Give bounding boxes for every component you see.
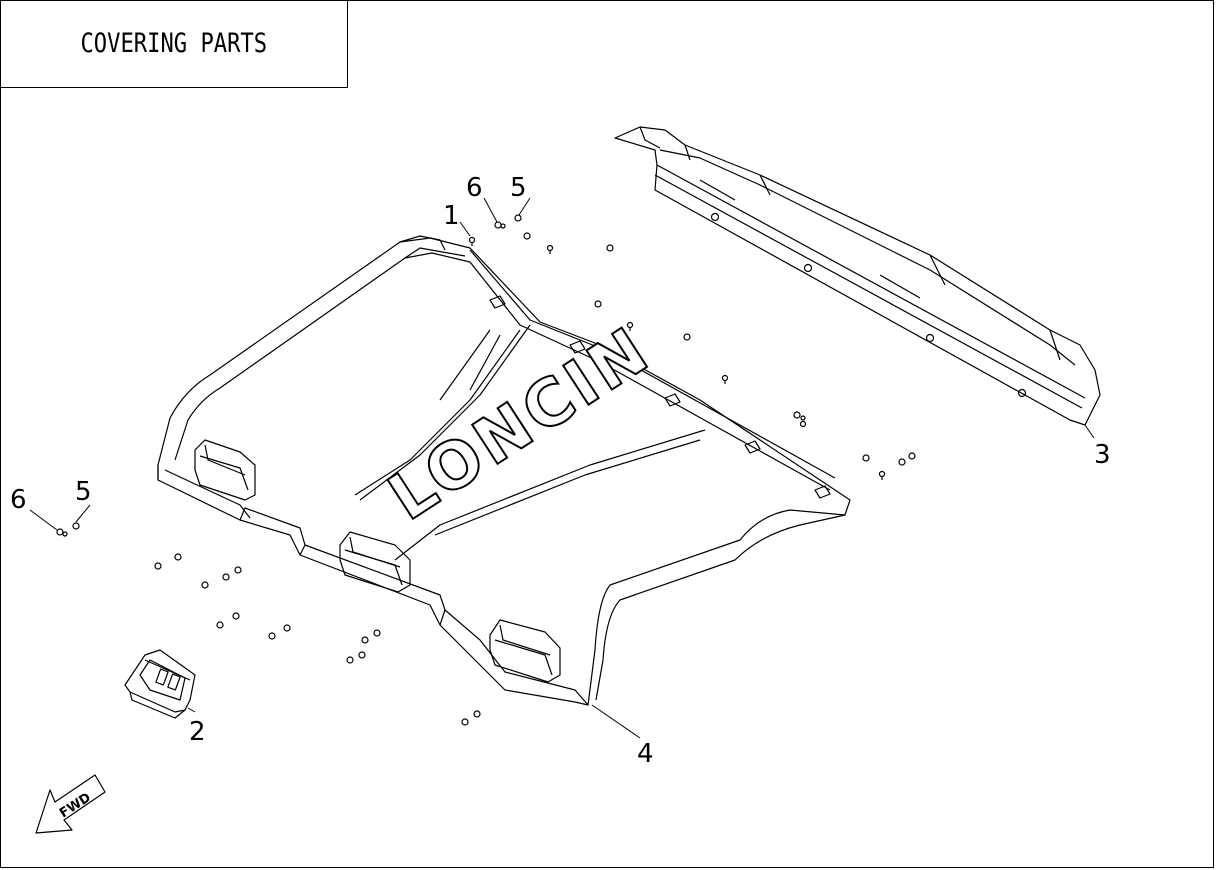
forward-arrow-icon <box>35 774 106 834</box>
roof-cover-part <box>157 235 851 706</box>
roof-vent-left <box>194 439 256 501</box>
front-panel-part <box>124 649 196 719</box>
roof-vent-center <box>339 531 411 593</box>
forward-label: FWD <box>57 790 94 821</box>
callout-4: 4 <box>637 739 654 769</box>
callout-1: 1 <box>443 201 460 231</box>
callout-6-left: 6 <box>10 485 27 515</box>
brand-logo-text: LONCIN <box>376 313 664 536</box>
callout-2: 2 <box>189 717 206 747</box>
callout-5-top: 5 <box>510 173 527 203</box>
roof-vent-right <box>489 619 561 683</box>
fasteners <box>56 214 916 726</box>
title-box: COVERING PARTS <box>0 0 348 88</box>
rear-rail-cover-part <box>614 126 1101 426</box>
callout-6-top: 6 <box>466 173 483 203</box>
callout-5-left: 5 <box>75 477 92 507</box>
leader-lines <box>29 197 1095 739</box>
callout-3: 3 <box>1094 440 1111 470</box>
page-title: COVERING PARTS <box>80 28 267 59</box>
